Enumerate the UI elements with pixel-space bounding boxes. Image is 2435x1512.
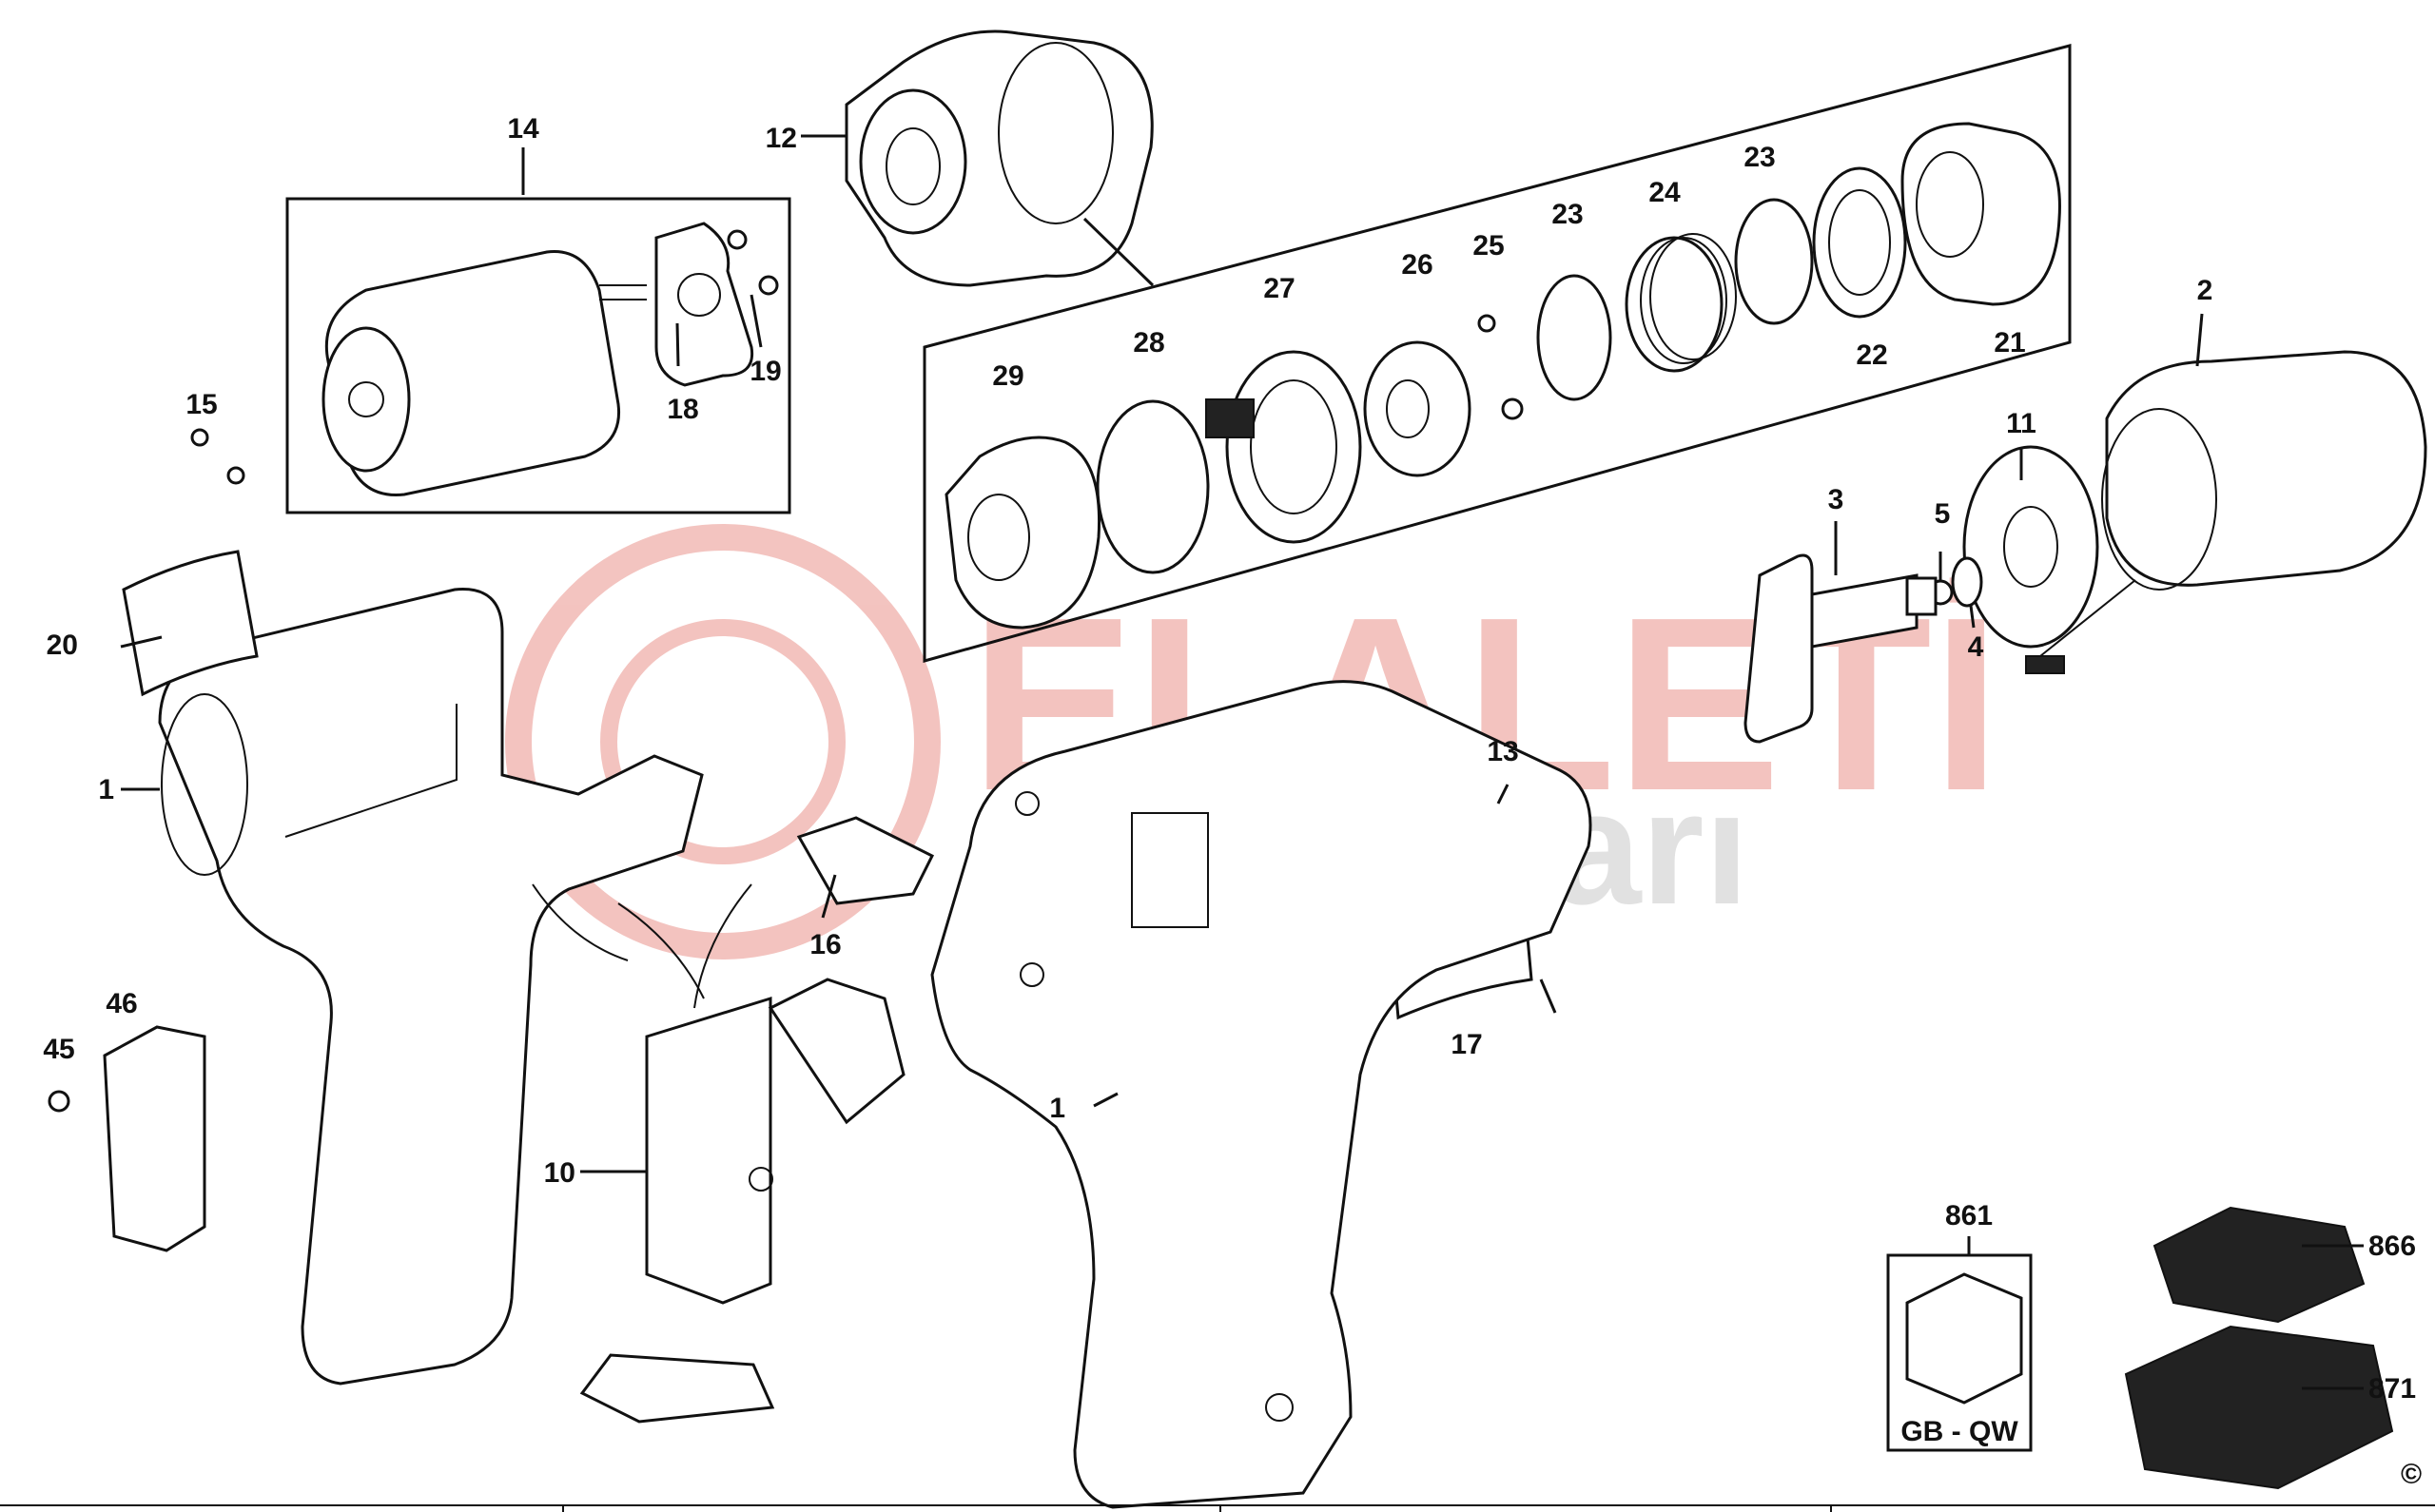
label-23a: 23 [1551, 199, 1583, 230]
belt-clip-part [103, 1025, 206, 1252]
bearing-ring-part [1812, 166, 1907, 319]
kit-box [1886, 1253, 2033, 1452]
motor-part [321, 250, 647, 496]
motor-plate-part [654, 222, 779, 387]
anvil-part [1743, 553, 1938, 744]
label-12: 12 [766, 123, 797, 154]
label-sticker-part [122, 550, 259, 697]
label-871: 871 [2368, 1373, 2416, 1405]
screw-part [190, 428, 209, 447]
switch-part [579, 978, 906, 1424]
motor-assembly-box [285, 197, 791, 514]
leader-lines [120, 134, 2364, 1390]
label-1-left: 1 [98, 774, 114, 805]
label-5: 5 [1935, 498, 1951, 530]
label-1-right: 1 [1049, 1093, 1065, 1124]
large-washer-part [1962, 445, 2099, 649]
anvil-housing-part [1900, 122, 2061, 306]
battery-866-part [2153, 1206, 2366, 1324]
kit-caption: GB - QW [1900, 1416, 2018, 1447]
label-25: 25 [1472, 230, 1504, 262]
copyright-mark: © [2401, 1459, 2422, 1490]
label-17: 17 [1451, 1029, 1482, 1060]
label-11: 11 [2006, 408, 2036, 439]
label-46: 46 [106, 988, 137, 1019]
label-45: 45 [43, 1034, 74, 1065]
label-24: 24 [1648, 177, 1681, 208]
label-20: 20 [47, 630, 78, 661]
spring-part [1625, 233, 1737, 373]
ring-gear-part [1205, 350, 1362, 544]
bolt-part [48, 1090, 70, 1113]
bearing-part [1363, 340, 1471, 477]
left-housing-part [158, 588, 704, 1386]
label-22: 22 [1856, 339, 1887, 371]
retaining-ring-part [1951, 556, 1983, 608]
battery-871-part [2124, 1325, 2394, 1490]
gear-housing-part [845, 29, 1154, 287]
right-housing-part [930, 680, 1592, 1509]
wiring-part [532, 883, 752, 1009]
label-23b: 23 [1743, 142, 1775, 173]
label-2: 2 [2197, 275, 2213, 306]
gearbox-exploded-box [923, 44, 2072, 663]
ball-part [1477, 314, 1496, 333]
label-18: 18 [667, 394, 698, 425]
label-28: 28 [1133, 327, 1164, 359]
label-15: 15 [185, 389, 217, 420]
label-21: 21 [1994, 327, 2025, 359]
part-labels: 1 1 2 3 4 5 10 11 12 13 14 15 16 17 18 1… [43, 113, 2422, 1490]
o-ring-part [1096, 399, 1210, 574]
label-16: 16 [809, 929, 841, 960]
ring-gear-housing-part [945, 436, 1101, 630]
label-29: 29 [992, 360, 1023, 392]
nose-housing-part [2025, 350, 2427, 674]
label-19: 19 [750, 356, 781, 387]
label-3: 3 [1828, 484, 1844, 515]
label-4: 4 [1968, 631, 1984, 663]
label-13: 13 [1487, 736, 1518, 767]
label-14: 14 [507, 113, 539, 145]
label-861: 861 [1945, 1200, 1993, 1231]
washer-part [1536, 274, 1612, 401]
label-866: 866 [2368, 1231, 2416, 1262]
label-10: 10 [544, 1157, 575, 1189]
label-27: 27 [1263, 273, 1295, 304]
watermark-gear-icon [505, 524, 941, 960]
label-26: 26 [1401, 249, 1432, 281]
kit-case-icon [1905, 1272, 2023, 1405]
